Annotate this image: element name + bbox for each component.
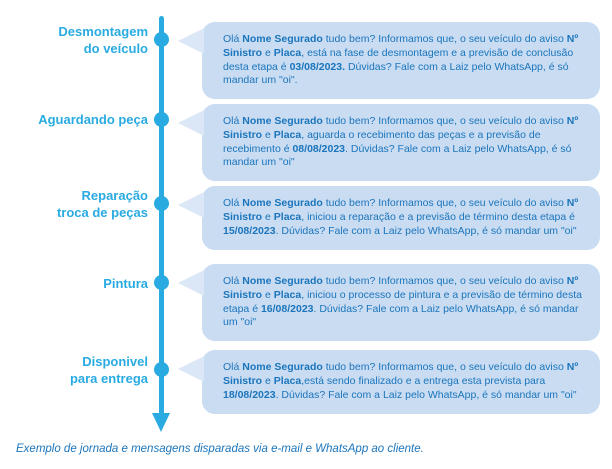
timeline-dot	[154, 275, 169, 290]
timeline-dot	[154, 196, 169, 211]
message-bubble: Olá Nome Segurado tudo bem? Informamos q…	[178, 22, 600, 100]
timeline-dot	[154, 362, 169, 377]
message-text: Olá Nome Segurado tudo bem? Informamos q…	[223, 33, 579, 87]
message-bubble: Olá Nome Segurado tudo bem? Informamos q…	[178, 186, 600, 250]
message-text: Olá Nome Segurado tudo bem? Informamos q…	[223, 197, 579, 237]
timeline-dot	[154, 32, 169, 47]
message-text: Olá Nome Segurado tudo bem? Informamos q…	[223, 361, 579, 401]
bubble-tail-icon	[178, 192, 204, 218]
timeline-line	[159, 16, 164, 415]
bubble-tail-icon	[178, 356, 204, 382]
stage-label: Aguardando peça	[38, 112, 148, 127]
timeline-dot	[154, 112, 169, 127]
message-text: Olá Nome Segurado tudo bem? Informamos q…	[223, 275, 582, 329]
timeline-arrow-icon	[152, 413, 170, 432]
stage-label: Pintura	[103, 276, 148, 291]
stage-label: Disponivel para entrega	[69, 354, 148, 386]
message-bubble: Olá Nome Segurado tudo bem? Informamos q…	[178, 264, 600, 342]
message-bubble: Olá Nome Segurado tudo bem? Informamos q…	[178, 350, 600, 414]
bubble-tail-icon	[178, 110, 204, 136]
message-bubble: Olá Nome Segurado tudo bem? Informamos q…	[178, 104, 600, 182]
stage-label: Reparação troca de peças	[56, 188, 148, 220]
stage-label: Desmontagem do veículo	[58, 24, 148, 56]
bubble-tail-icon	[178, 270, 204, 296]
message-text: Olá Nome Segurado tudo bem? Informamos q…	[223, 115, 579, 169]
bubble-tail-icon	[178, 28, 204, 54]
footer-caption: Exemplo de jornada e mensagens disparada…	[16, 443, 424, 455]
